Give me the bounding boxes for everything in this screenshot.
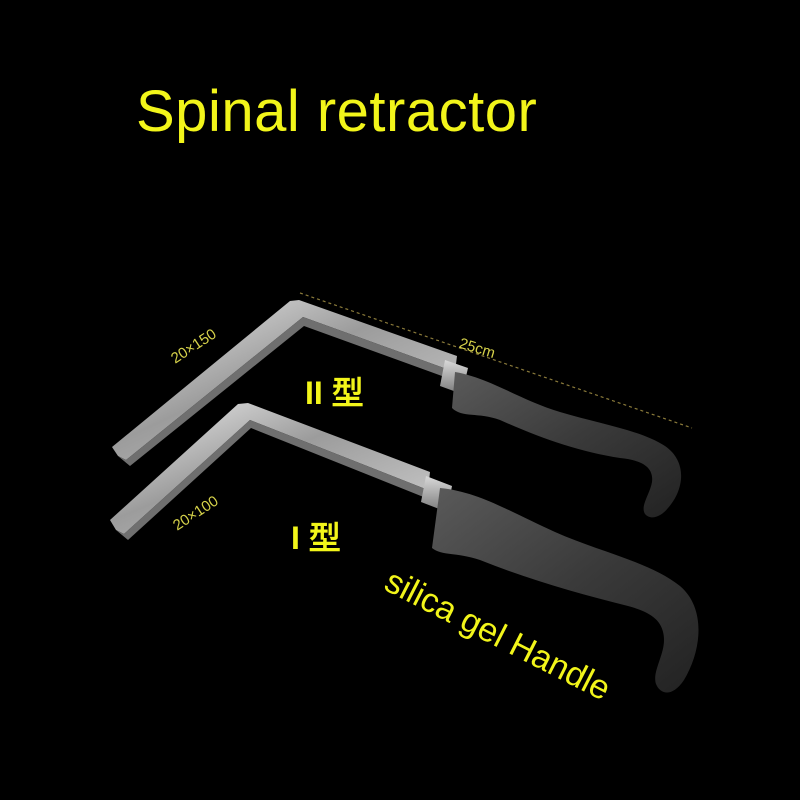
- retractor-type2-blade: [112, 300, 457, 460]
- retractor-type2-handle: [452, 372, 682, 518]
- type1-label: I 型: [291, 520, 341, 556]
- retractor-type1: [110, 403, 699, 693]
- type2-label: II 型: [305, 375, 364, 411]
- retractor-type1-handle: [432, 488, 699, 693]
- retractor-type1-blade: [110, 403, 430, 534]
- retractor-type2: [112, 300, 682, 518]
- product-title: Spinal retractor: [136, 79, 538, 144]
